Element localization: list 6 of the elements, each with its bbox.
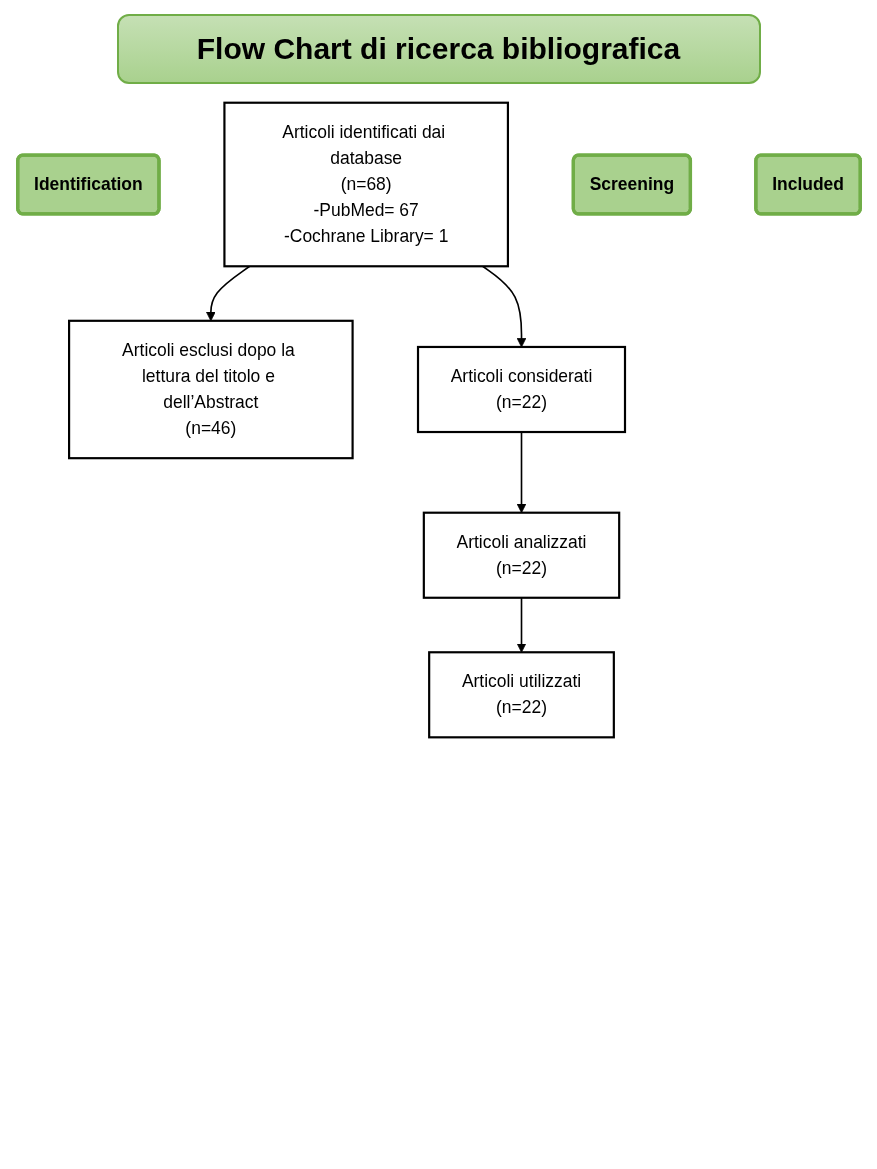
node-box: Articoli esclusi dopo la lettura del titolo e dell’Abstract (n=46) [67, 319, 354, 460]
node-box: Articoli analizzati (n=22) [422, 511, 620, 599]
node-box: Articoli utilizzati (n=22) [427, 651, 615, 739]
title-banner: Flow Chart di ricerca bibliografica [116, 14, 761, 84]
node-box: Articoli identificati dai database (n=68) -PubMed= 67 -Cochrane Library= 1 [222, 101, 509, 268]
node-box: Articoli considerati (n=22) [416, 345, 626, 434]
